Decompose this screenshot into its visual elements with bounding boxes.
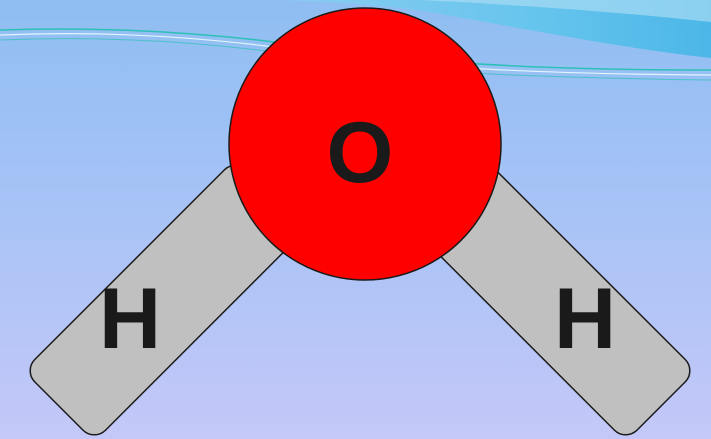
top-wave-band: [260, 0, 711, 58]
oxygen-label: O: [327, 105, 394, 201]
top-wave-band-light: [420, 0, 711, 22]
hydrogen-right-label: H: [554, 271, 616, 367]
hydrogen-left-label: H: [99, 271, 161, 367]
oxygen-atom: [228, 7, 502, 281]
